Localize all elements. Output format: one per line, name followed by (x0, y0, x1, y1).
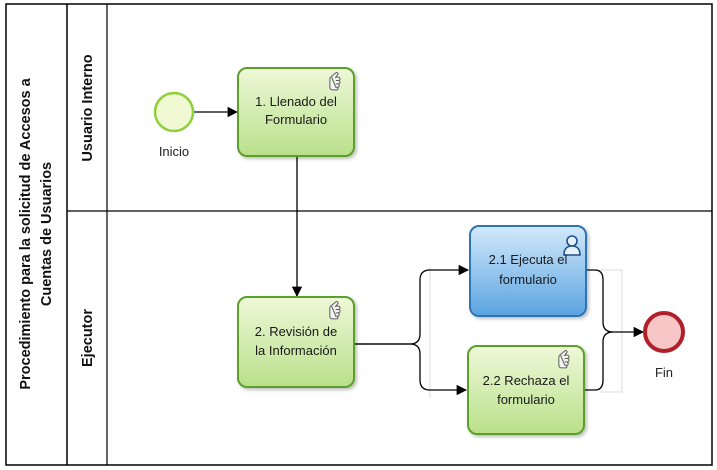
lane-label-usuario-interno: Usuario Interno (80, 54, 96, 161)
task-21-label-line2: formulario (499, 272, 557, 287)
flow-shadow-guides (429, 268, 623, 398)
task-1-label-line2: Formulario (265, 112, 327, 127)
task-rechaza-formulario[interactable]: 2.2 Rechaza el formulario (467, 345, 585, 435)
task-ejecuta-formulario[interactable]: 2.1 Ejecuta el formulario (469, 225, 587, 317)
end-event[interactable] (643, 311, 685, 353)
lane-label-ejecutor: Ejecutor (80, 309, 96, 367)
end-event-label: Fin (655, 365, 673, 380)
start-event-label: Inicio (159, 144, 189, 159)
pool-frame (5, 3, 713, 466)
task-22-label-line1: 2.2 Rechaza el (483, 373, 570, 388)
task-revision-informacion[interactable]: 2. Revisión de la Información (237, 296, 355, 388)
task-2-label-line1: 2. Revisión de (255, 324, 337, 339)
task-llenado-formulario[interactable]: 1. Llenado del Formulario (237, 67, 355, 157)
task-22-label-line2: formulario (497, 392, 555, 407)
pool-title-line2: Cuentas de Usuarios (39, 162, 55, 306)
pool-title-line1: Procedimiento para la solicitud de Acces… (18, 77, 34, 389)
task-2-label-line2: la Información (255, 343, 337, 358)
flow-task22-to-end (584, 331, 614, 391)
flow-task2-to-task22 (354, 343, 468, 396)
flow-task2-to-task21 (354, 264, 470, 345)
start-event[interactable] (153, 91, 195, 133)
task-21-label-line1: 2.1 Ejecuta el (489, 252, 568, 267)
flow-task21-to-end (586, 269, 645, 338)
task-1-label-line1: 1. Llenado del (255, 94, 337, 109)
